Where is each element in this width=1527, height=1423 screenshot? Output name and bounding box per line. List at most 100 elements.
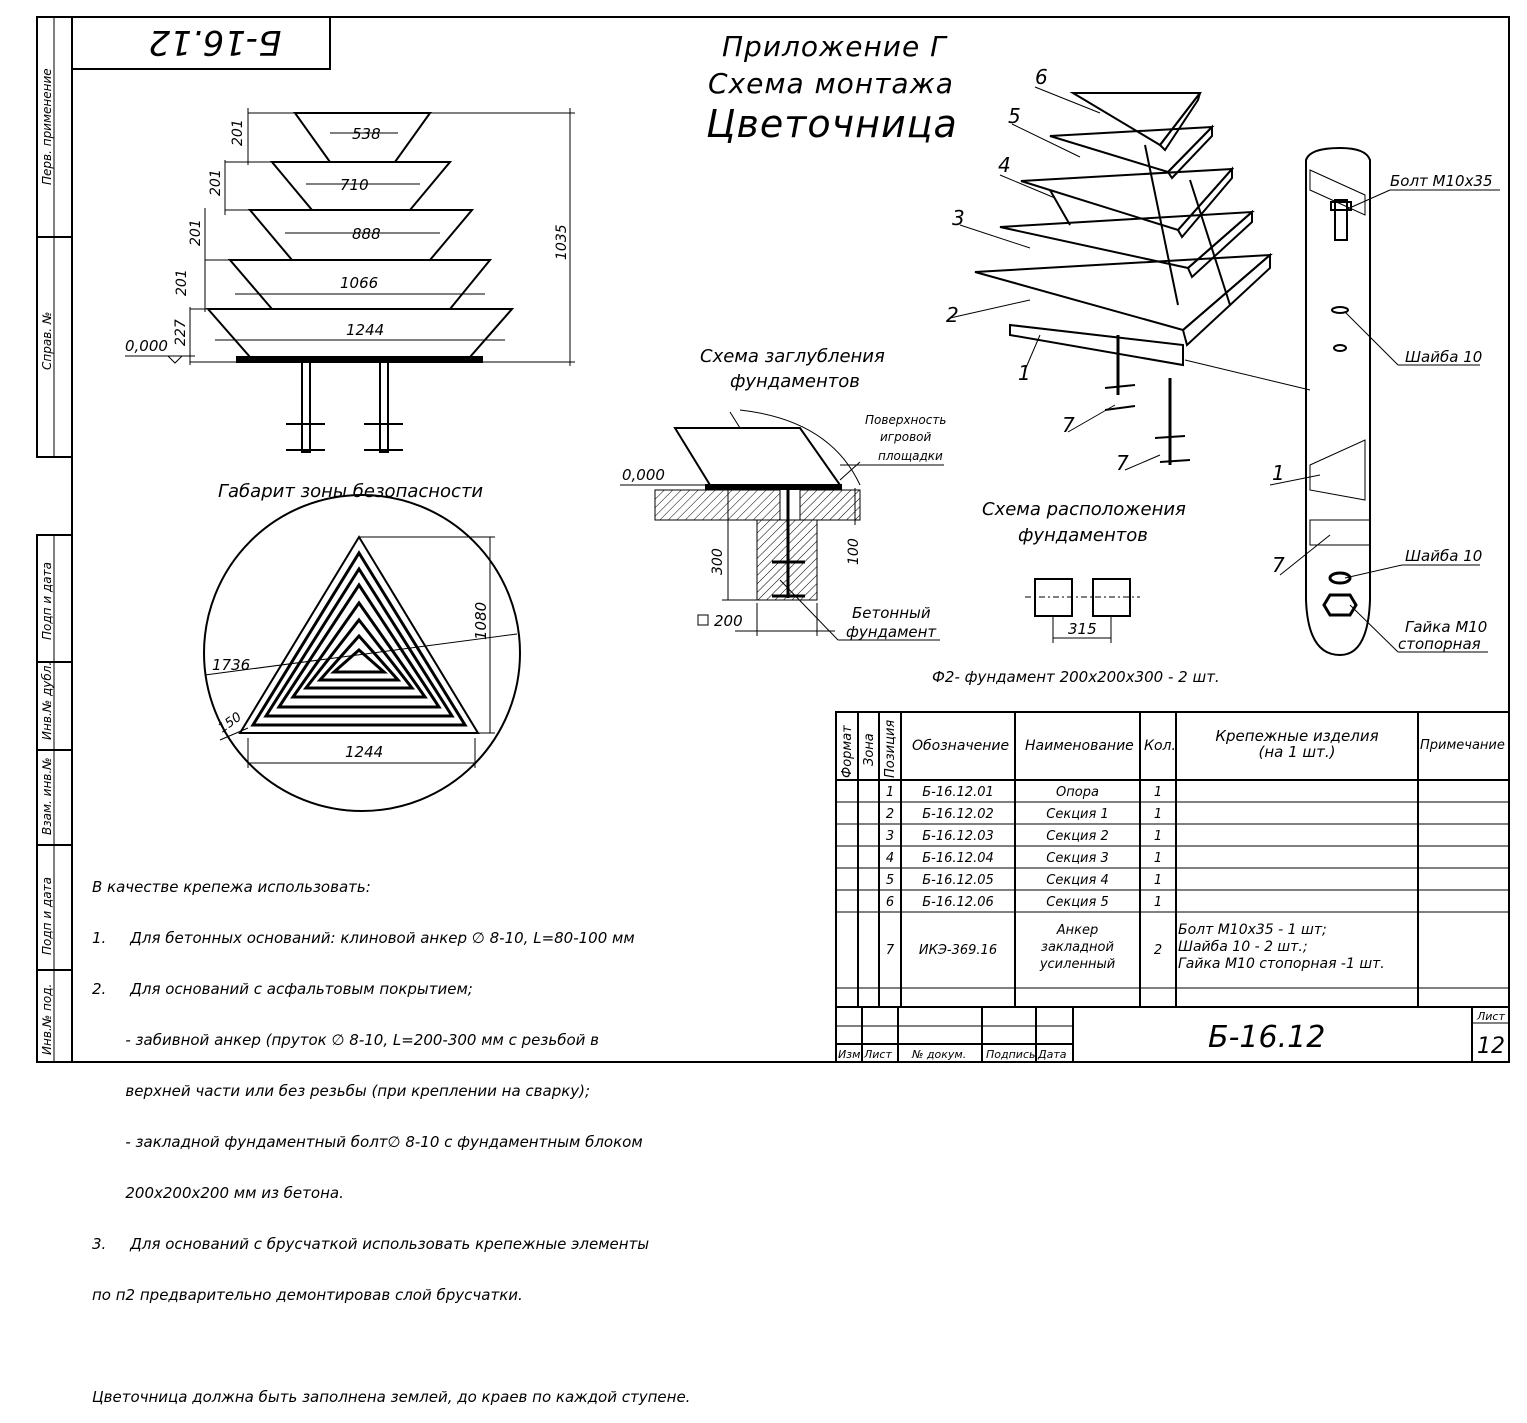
note-line: Цветочница должна быть заполнена землей,… (92, 1388, 691, 1406)
elev-width-710: 710 (340, 176, 369, 194)
depth-title-1: Схема заглубления (700, 346, 885, 367)
spec-header-note: Примечание (1420, 738, 1505, 753)
iso-label-7b: 7 (1116, 451, 1129, 475)
tb-col-sign: Подпись (986, 1048, 1035, 1061)
depth-size: 200 (714, 612, 743, 630)
detail-washer-1: Шайба 10 (1405, 348, 1482, 366)
side-label-perv: Перв. применение (40, 68, 54, 185)
spec-header-name: Наименование (1025, 738, 1134, 754)
side-label-inv-dubl: Инв.№ дубл. (40, 661, 54, 740)
isometric-view (974, 92, 1273, 465)
side-label-inv-pod: Инв.№ под. (40, 983, 54, 1055)
note-line: - закладной фундаментный болт∅ 8-10 с фу… (92, 1133, 643, 1151)
notes-block: В качестве крепежа использовать: 1. Для … (92, 845, 690, 1423)
leg-left (301, 361, 311, 453)
elev-height-201-b: 201 (208, 169, 224, 196)
spec-cell-pos: 3 (885, 829, 895, 844)
layout-title-1: Схема расположения (982, 499, 1186, 520)
detail-leaders (1269, 189, 1500, 653)
safety-base: 1244 (345, 743, 383, 761)
depth-diagram (654, 411, 861, 601)
spec-cell-qty: 1 (1153, 807, 1163, 822)
iso-label-1: 1 (1018, 361, 1031, 385)
object-title: Цветочница (706, 102, 958, 146)
spec-cell-code: Б-16.12.06 (922, 895, 994, 910)
iso-label-3: 3 (952, 206, 965, 230)
note-line: 3. Для оснований с брусчаткой использова… (92, 1235, 650, 1253)
depth-surface-1: Поверхность (865, 413, 946, 427)
detail-pos-1: 1 (1272, 461, 1285, 485)
depth-surface-2: игровой (880, 430, 931, 444)
title-block-grid (835, 1006, 1510, 1063)
spec-header-fasteners: Крепежные изделия (на 1 шт.) (1215, 727, 1379, 761)
tb-col-doc: № докум. (911, 1048, 966, 1061)
spec-cell-name: Анкер закладной усиленный (1039, 923, 1116, 972)
spec-cell-name: Секция 4 (1046, 873, 1109, 888)
spec-cell-name: Секция 3 (1046, 851, 1109, 866)
elev-zero-level: 0,000 (125, 337, 168, 355)
mirrored-code: Б-16.12 (148, 22, 282, 62)
spec-cell-qty: 1 (1153, 873, 1163, 888)
iso-label-7a: 7 (1062, 413, 1075, 437)
depth-concrete-1: Бетонный (852, 604, 931, 622)
safety-zone-dims (204, 536, 518, 768)
note-line: - забивной анкер (пруток ∅ 8-10, L=200-3… (92, 1031, 599, 1049)
base-plate (236, 356, 483, 363)
spec-cell-pos: 7 (885, 943, 895, 958)
detail-view (1305, 146, 1371, 657)
elev-width-1066: 1066 (340, 274, 378, 292)
elev-height-201-d: 201 (174, 269, 190, 296)
spec-cell-name: Секция 1 (1046, 807, 1109, 822)
elev-width-1244: 1244 (346, 321, 384, 339)
spec-cell-name: Секция 5 (1046, 895, 1109, 910)
elev-height-201-c: 201 (188, 219, 204, 246)
detail-nut-2: стопорная (1398, 635, 1481, 653)
spec-cell-code: Б-16.12.03 (922, 829, 994, 844)
elevation-view (205, 112, 515, 453)
side-label-podp2: Подп и дата (40, 877, 54, 955)
spec-cell-qty: 1 (1153, 895, 1163, 910)
note-line: по п2 предварительно демонтировав слой б… (92, 1286, 523, 1304)
spec-cell-pos: 5 (885, 873, 895, 888)
note-line: верхней части или без резьбы (при крепле… (92, 1082, 591, 1100)
tb-sheet-number: 12 (1477, 1034, 1505, 1059)
safety-height: 1080 (472, 602, 490, 640)
side-label-podp1: Подп и дата (40, 562, 54, 640)
spec-header-zone: Зона (862, 733, 877, 766)
iso-label-4: 4 (998, 153, 1011, 177)
layout-title-2: фундаментов (1018, 525, 1148, 546)
spec-cell-pos: 4 (885, 851, 895, 866)
layout-note: Ф2- фундамент 200х200х300 - 2 шт. (932, 668, 1220, 686)
detail-bolt: Болт М10х35 (1390, 172, 1493, 190)
spec-cell-qty: 1 (1153, 829, 1163, 844)
depth-title-2: фундаментов (730, 371, 860, 392)
detail-nut-1: Гайка М10 (1405, 618, 1487, 636)
elev-height-201-a: 201 (230, 119, 246, 146)
spec-cell-name: Опора (1056, 785, 1099, 800)
side-label-sprav: Справ. № (40, 311, 54, 370)
elev-total-1035: 1035 (554, 224, 570, 260)
spec-cell-code: Б-16.12.01 (922, 785, 994, 800)
spec-cell-name: Секция 2 (1046, 829, 1109, 844)
depth-concrete-2: фундамент (846, 623, 937, 641)
iso-leaders (949, 86, 1311, 471)
detail-washer-2: Шайба 10 (1405, 547, 1482, 565)
elev-width-888: 888 (352, 225, 381, 243)
iso-label-6: 6 (1035, 65, 1048, 89)
spec-cell-pos: 6 (885, 895, 895, 910)
note-line: 2. Для оснований с асфальтовым покрытием… (92, 980, 473, 998)
iso-label-5: 5 (1008, 104, 1021, 128)
spec-cell-code: Б-16.12.02 (922, 807, 994, 822)
spec-cell-code: Б-16.12.05 (922, 873, 994, 888)
spec-header-position: Позиция (883, 719, 898, 778)
tb-sheet-label: Лист (1476, 1010, 1505, 1023)
spec-cell-qty: 1 (1153, 785, 1163, 800)
tb-col-date: Дата (1037, 1048, 1067, 1061)
elev-width-538: 538 (352, 125, 381, 143)
spec-cell-pos: 1 (885, 785, 895, 800)
note-line: 200х200х200 мм из бетона. (92, 1184, 344, 1202)
elevation-dims (125, 108, 575, 366)
depth-100: 100 (846, 538, 862, 565)
tb-col-izm: Изм. (838, 1048, 864, 1061)
spec-header-code: Обозначение (912, 738, 1010, 754)
